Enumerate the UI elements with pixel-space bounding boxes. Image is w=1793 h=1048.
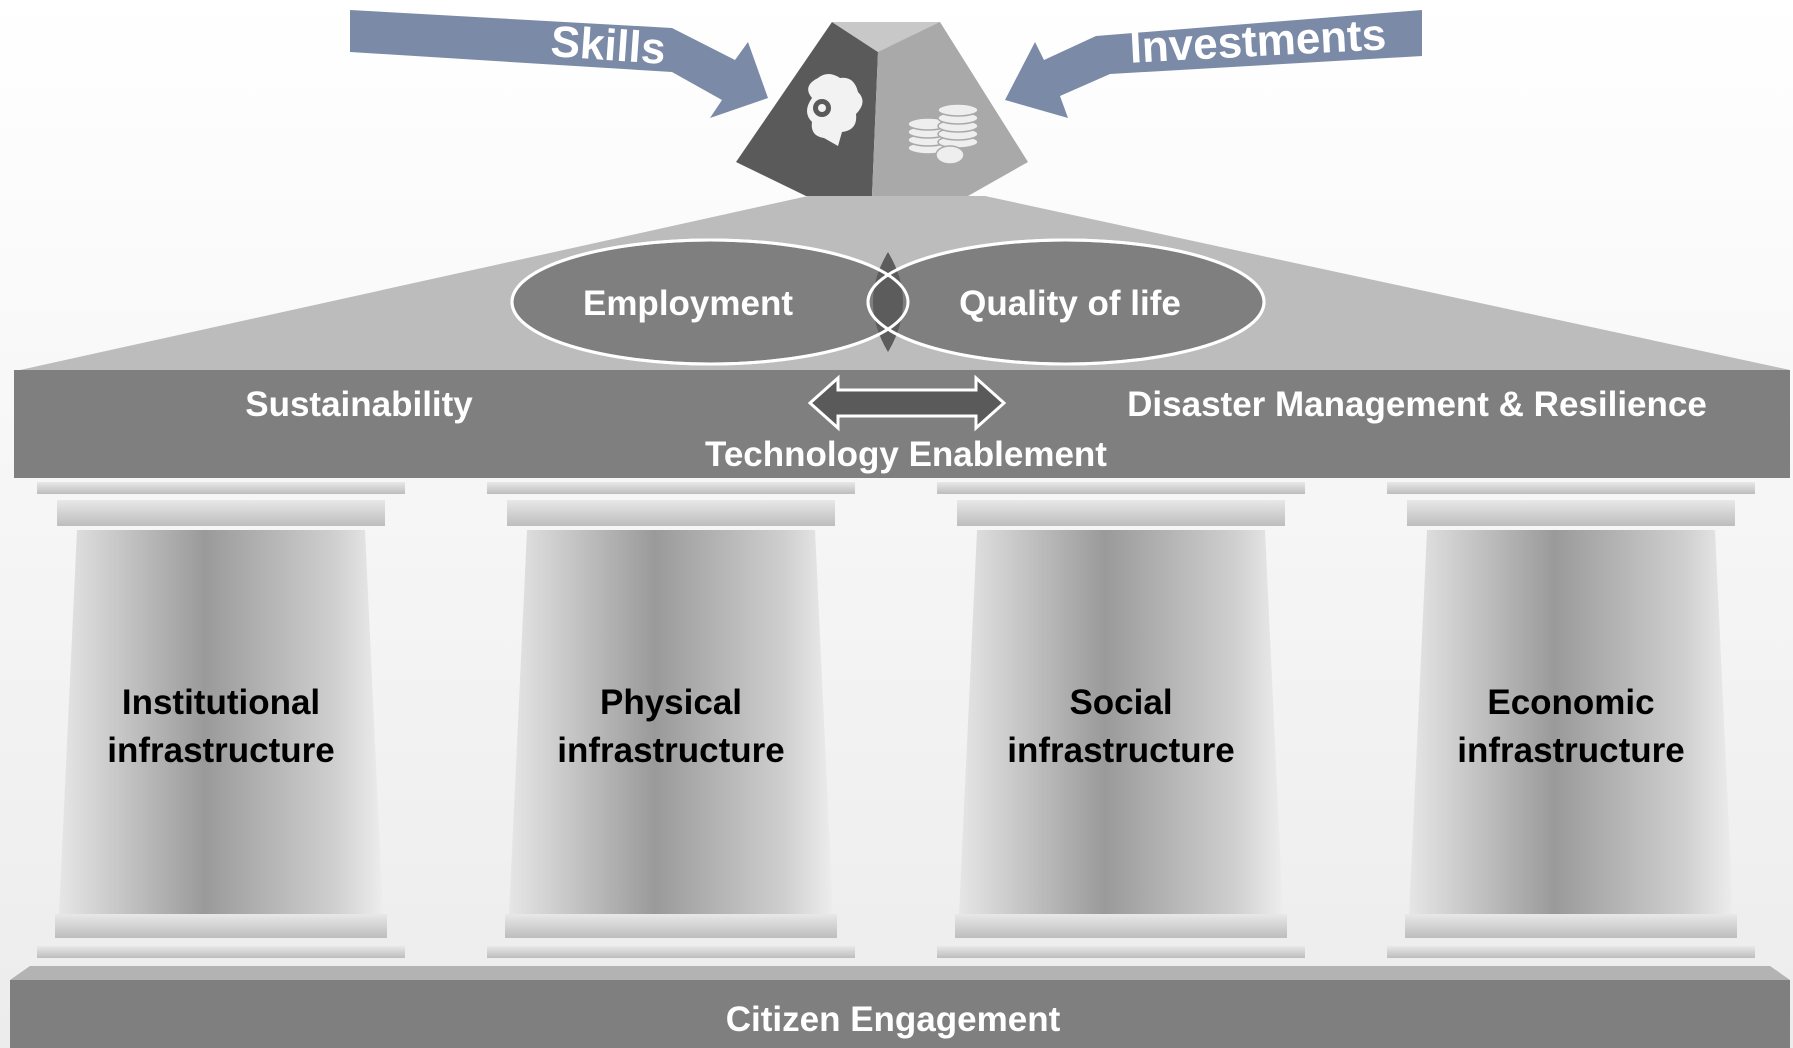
pillar-label-line2: infrastructure bbox=[1457, 731, 1685, 770]
employment-label: Employment bbox=[583, 284, 793, 323]
pillar-social: Social infrastructure bbox=[937, 482, 1305, 958]
skills-label: Skills bbox=[549, 17, 667, 74]
coins-icon bbox=[907, 103, 979, 165]
pillar-label-line2: infrastructure bbox=[1007, 731, 1235, 770]
capstone bbox=[736, 22, 1028, 196]
pillar-label-line1: Institutional bbox=[122, 683, 320, 722]
quality-of-life-label: Quality of life bbox=[959, 284, 1181, 323]
pillar-label-line1: Physical bbox=[600, 683, 742, 722]
foundation: Citizen Engagement bbox=[10, 966, 1790, 1048]
citizen-engagement-label: Citizen Engagement bbox=[726, 1000, 1061, 1039]
pillar-label-line1: Social bbox=[1069, 683, 1172, 722]
pillar-label-line1: Economic bbox=[1487, 683, 1654, 722]
oval-overlap bbox=[873, 252, 903, 352]
pillar-label-line2: infrastructure bbox=[107, 731, 335, 770]
disaster-management-label: Disaster Management & Resilience bbox=[1127, 385, 1707, 424]
double-arrow-icon bbox=[807, 374, 1007, 432]
pillar-label-line2: infrastructure bbox=[557, 731, 785, 770]
pillar-physical: Physical infrastructure bbox=[487, 482, 855, 958]
beam: Sustainability Disaster Management & Res… bbox=[14, 370, 1790, 478]
pillars: Institutional infrastructure Physical infra… bbox=[37, 482, 1755, 958]
outcome-ovals: Employment Quality of life bbox=[510, 238, 1266, 366]
skills-arrow: Skills bbox=[350, 10, 768, 118]
technology-enablement-label: Technology Enablement bbox=[705, 435, 1107, 474]
sustainability-label: Sustainability bbox=[245, 385, 473, 424]
pillar-economic: Economic infrastructure bbox=[1387, 482, 1755, 958]
brain-gear-icon bbox=[807, 74, 863, 146]
pillar-institutional: Institutional infrastructure bbox=[37, 482, 405, 958]
